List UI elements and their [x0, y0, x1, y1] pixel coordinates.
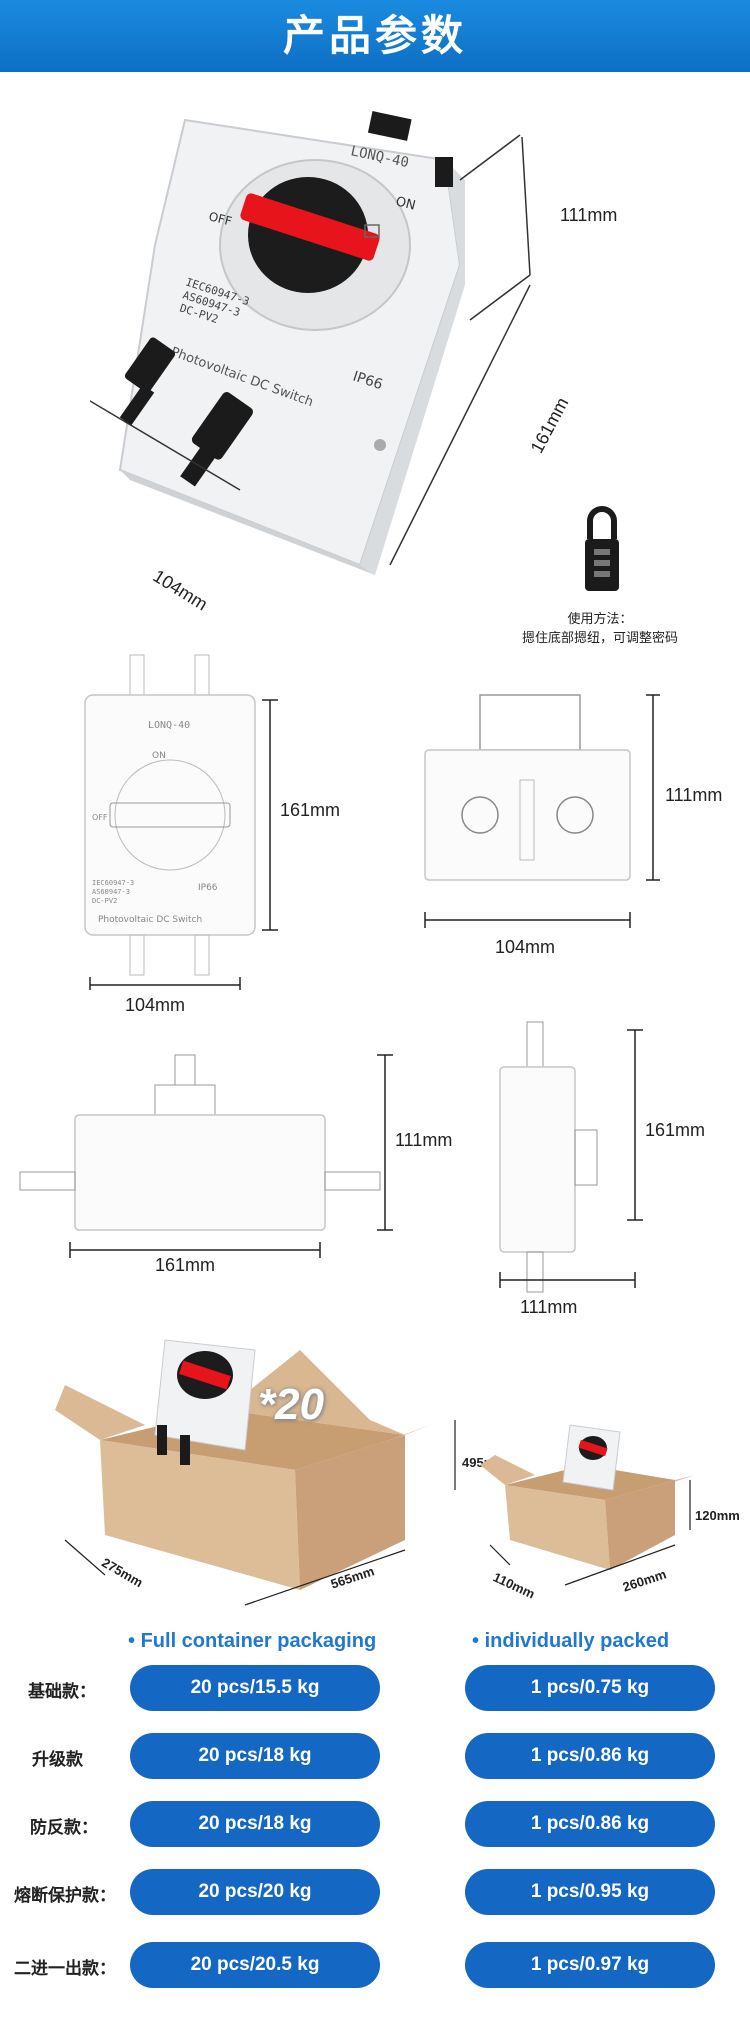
hero-height-dim: 111mm	[560, 205, 618, 225]
bullet-dot-icon: •	[128, 1630, 136, 1652]
small-carton-height-dim: 120mm	[695, 1508, 740, 1523]
bottom-height-dim: 111mm	[665, 785, 723, 805]
front-on-label: ON	[152, 751, 166, 761]
single-weight-pill: 1 pcs/0.97 kg	[465, 1942, 715, 1988]
front-product-name: Photovoltaic DC Switch	[98, 915, 202, 925]
single-weight-pill: 1 pcs/0.95 kg	[465, 1869, 715, 1915]
lock-note-title: 使用方法：	[567, 612, 633, 627]
side-width-dim: 161mm	[155, 1255, 216, 1275]
end-height-dim: 161mm	[645, 1120, 706, 1140]
variant-label: 二进一出款：	[14, 1959, 116, 1979]
full-weight-pill: 20 pcs/15.5 kg	[130, 1665, 380, 1711]
front-standard-1: IEC60947-3	[92, 879, 134, 887]
on-label: ON	[394, 194, 417, 213]
single-weight-pill: 1 pcs/0.86 kg	[465, 1801, 715, 1847]
full-weight-pill: 20 pcs/20.5 kg	[130, 1942, 380, 1988]
padlock-icon	[585, 506, 619, 591]
full-container-heading-text: Full container packaging	[140, 1630, 377, 1652]
variant-label: 升级款	[32, 1750, 83, 1770]
bottom-width-dim: 104mm	[495, 937, 556, 957]
header-banner	[0, 0, 750, 72]
single-weight-pill: 1 pcs/0.86 kg	[465, 1733, 715, 1779]
front-off-label: OFF	[92, 813, 108, 822]
front-view-drawing: LONQ-40 ON OFF IEC60947-3 AS60947-3 DC-P…	[84, 654, 278, 990]
front-width-dim: 104mm	[125, 995, 186, 1015]
individually-packed-heading-text: individually packed	[484, 1630, 670, 1652]
front-height-dim: 161mm	[280, 800, 341, 820]
full-weight-pill: 20 pcs/20 kg	[130, 1869, 380, 1915]
end-view-drawing	[499, 1021, 643, 1293]
quantity-multiplier: *20	[258, 1380, 325, 1429]
side-view-drawing	[19, 1054, 393, 1258]
front-model-label: LONQ-40	[148, 720, 190, 731]
page-title: 产品参数	[282, 11, 467, 60]
off-label: OFF	[207, 209, 233, 228]
full-weight-pill: 20 pcs/18 kg	[130, 1801, 380, 1847]
variant-label: 基础款：	[28, 1682, 96, 1702]
individually-packed-heading: • individually packed	[472, 1630, 722, 1653]
full-container-heading: • Full container packaging	[128, 1630, 398, 1653]
bullet-dot-icon: •	[472, 1630, 480, 1652]
end-width-dim: 111mm	[520, 1297, 578, 1317]
hero-product-image: LONQ-40 ON OFF IEC60947-3 AS60947-3 DC-P…	[90, 111, 531, 575]
side-height-dim: 111mm	[395, 1130, 453, 1150]
front-standard-3: DC-PV2	[92, 897, 117, 905]
big-carton-drawing	[55, 1339, 456, 1606]
single-weight-pill: 1 pcs/0.75 kg	[465, 1665, 715, 1711]
variant-label: 防反款：	[30, 1818, 98, 1838]
variant-label: 熔断保护款：	[14, 1886, 116, 1906]
lock-note-text: 摁住底部摁纽，可调整密码	[521, 631, 678, 646]
front-standard-2: AS60947-3	[92, 888, 130, 896]
front-ip-label: IP66	[198, 883, 218, 893]
bottom-view-drawing	[424, 694, 660, 928]
full-weight-pill: 20 pcs/18 kg	[130, 1733, 380, 1779]
small-carton-drawing	[480, 1424, 695, 1586]
